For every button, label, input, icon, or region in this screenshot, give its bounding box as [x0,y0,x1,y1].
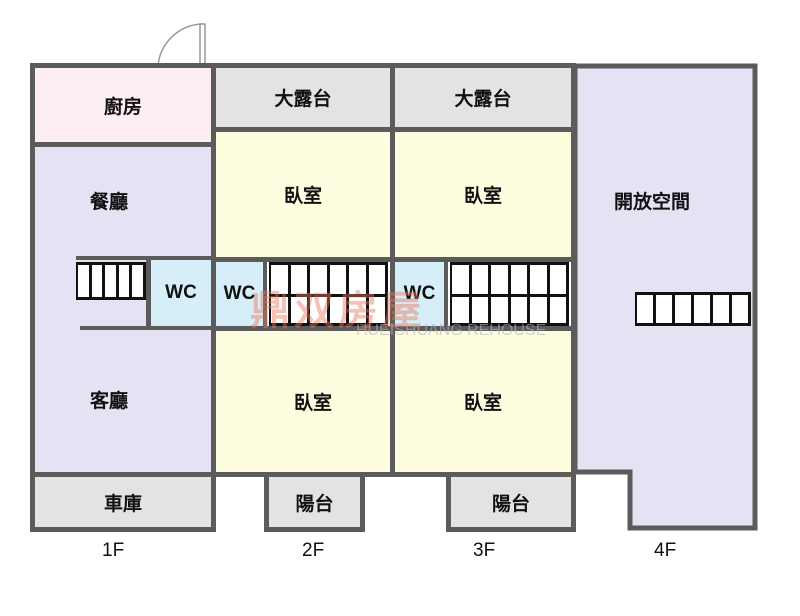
staircase-4f [635,292,751,326]
living-label: 客廳 [90,390,129,412]
wc-1f: WC [151,260,211,326]
balcony-3f: 陽台 [446,472,576,532]
floor-label-4f: 4F [654,540,677,561]
wall [211,257,216,331]
wall [444,257,448,331]
floor-label-3f: 3F [473,540,496,561]
terrace-2f: 大露台 [211,63,395,132]
wc-1f-label: WC [165,282,197,303]
wc-2f-label: WC [223,283,256,304]
bedroom-2f-top: 臥室 [211,127,395,262]
wc-2f: WC [216,262,263,326]
door-icon [157,23,206,67]
dining-label: 餐廳 [90,191,129,213]
kitchen: 廚房 [30,63,216,147]
bedroom-2f-bottom-label: 臥室 [293,392,332,414]
floor-label-1f: 1F [102,540,125,561]
balcony-2f: 陽台 [264,472,365,532]
wall [263,257,267,331]
bedroom-3f-top-label: 臥室 [463,185,502,207]
bedroom-3f-top: 臥室 [390,127,576,262]
terrace-3f-label: 大露台 [454,88,512,110]
staircase-2f [269,262,388,326]
bedroom-2f-bottom: 臥室 [211,326,395,477]
bedroom-3f-bottom: 臥室 [390,326,576,477]
bedroom-2f-top-label: 臥室 [283,185,322,207]
wall [390,257,395,331]
wc-3f: WC [395,262,444,326]
wall [146,256,151,330]
kitchen-label: 廚房 [103,95,142,118]
terrace-3f: 大露台 [390,63,576,132]
staircase-1f [76,262,146,300]
wc-3f-label: WC [403,283,436,304]
balcony-3f-label: 陽台 [491,492,530,515]
floor-label-2f: 2F [302,540,325,561]
garage: 車庫 [30,472,216,532]
bedroom-3f-bottom-label: 臥室 [463,392,502,414]
balcony-2f-label: 陽台 [295,492,334,515]
staircase-3f [450,262,569,326]
terrace-2f-label: 大露台 [274,88,332,110]
open-space-4f-label: 開放空間 [614,191,691,213]
wall [571,257,576,331]
garage-label: 車庫 [103,492,142,515]
